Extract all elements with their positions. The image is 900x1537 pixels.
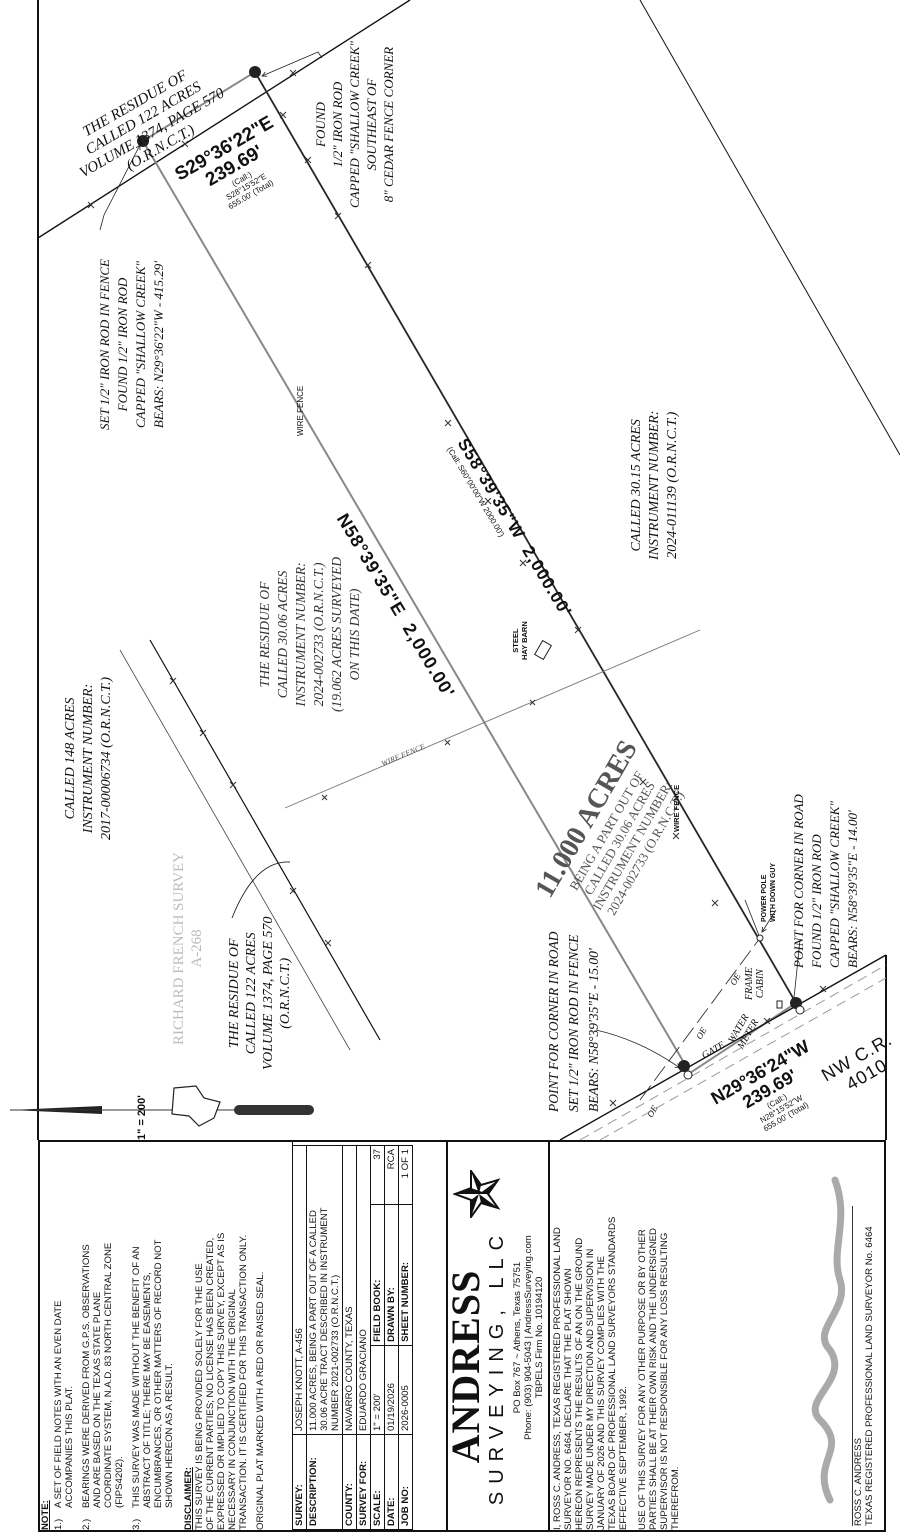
adjoiner-line-a [119,649,351,1051]
steel-hay-barn-icon [533,639,553,661]
se-fence-line [254,71,797,1004]
east-adjoiner-line [639,0,900,456]
signature-block: ROSS C. ANDRESS TEXAS REGISTERED PROFESS… [852,1166,875,1526]
corner-road-east-open [795,1005,805,1015]
fence-ticks [87,69,827,1107]
north-fence-line [37,0,411,239]
survey-info-table: SURVEY:JOSEPH KNOTT, A-456 DESCRIPTION:1… [292,1145,413,1530]
road-edge-south [599,977,887,1141]
star-logo-icon [453,1169,501,1218]
certification-section: I, ROSS C. ANDRESS, TEXAS REGISTERED PRO… [552,1216,681,1530]
corner-set-rod-north [137,135,149,147]
interior-wire-fence [284,629,701,809]
road-edge-north [559,954,887,1141]
north-arrow-icon [10,1085,314,1127]
power-line-down [744,899,761,939]
frame-cabin-icon [776,1000,783,1009]
adjoiner-line-b [149,639,381,1041]
road-centerline [579,964,887,1141]
corner-found-rod-north [249,66,261,78]
overhead-electric-line [639,937,761,1101]
title-block [38,1140,886,1532]
texas-outline-icon [171,1085,221,1127]
surveyor-signature [811,1176,846,1504]
power-pole [756,934,764,942]
notes-section: NOTE: 1.)A SET OF FIELD NOTES WITH AN EV… [40,1232,266,1530]
corner-road-west [678,1060,690,1072]
scale-label: 1" = 200' [136,1095,148,1140]
company-logo: ANDRESS SURVEYING, LLC PO Box 767 ~ Athe… [443,1145,545,1530]
corner-road-west-open [683,1070,693,1080]
wire-fence-label-se: WIRE FENCE [296,385,305,436]
wire-fence-label-east: WIRE FENCE [672,784,681,832]
